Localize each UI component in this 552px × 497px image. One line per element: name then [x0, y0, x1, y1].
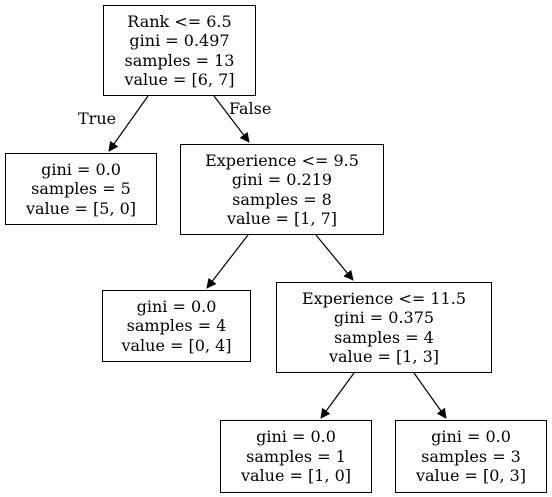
- node-experience-11-5-gini: gini = 0.375: [333, 308, 435, 327]
- node-experience-11-5-split: Experience <= 11.5: [302, 288, 466, 308]
- node-root: Rank <= 6.5 gini = 0.497 samples = 13 va…: [103, 5, 256, 96]
- node-leaf-0-4-gini: gini = 0.0: [136, 296, 217, 316]
- node-leaf-0-3-gini: gini = 0.0: [431, 427, 511, 447]
- node-leaf-left-samples: samples = 5: [31, 179, 131, 199]
- node-leaf-left-value: value = [5, 0]: [25, 198, 137, 218]
- node-experience-9-5: Experience <= 9.5 gini = 0.219 samples =…: [180, 144, 384, 235]
- edge-experience-11-5-to-leaf-1-0: [320, 372, 355, 419]
- node-leaf-0-4-samples: samples = 4: [126, 316, 227, 336]
- node-leaf-1-0-samples: samples = 1: [246, 446, 346, 466]
- node-leaf-1-0: gini = 0.0 samples = 1 value = [1, 0]: [220, 420, 372, 493]
- node-leaf-0-4: gini = 0.0 samples = 4 value = [0, 4]: [102, 290, 251, 362]
- node-root-value: value = [6, 7]: [124, 70, 235, 89]
- node-experience-9-5-gini: gini = 0.219: [231, 170, 333, 189]
- node-experience-9-5-split: Experience <= 9.5: [205, 150, 359, 170]
- node-experience-11-5-value: value = [1, 3]: [328, 347, 440, 366]
- node-leaf-0-3-samples: samples = 3: [421, 446, 521, 466]
- node-root-gini: gini = 0.497: [129, 31, 230, 50]
- node-leaf-1-0-gini: gini = 0.0: [256, 427, 336, 447]
- edge-experience-11-5-to-leaf-0-3: [413, 372, 447, 419]
- edge-label-false: False: [229, 99, 272, 118]
- node-experience-9-5-samples: samples = 8: [232, 189, 332, 209]
- node-leaf-0-3-value: value = [0, 3]: [415, 466, 527, 486]
- node-experience-11-5: Experience <= 11.5 gini = 0.375 samples …: [276, 282, 492, 373]
- edge-experience-9-5-to-leaf-0-4: [206, 234, 249, 289]
- node-leaf-1-0-value: value = [1, 0]: [240, 466, 352, 486]
- edge-experience-9-5-to-experience-11-5: [315, 234, 354, 281]
- node-experience-9-5-value: value = [1, 7]: [226, 209, 338, 228]
- edge-root-to-left-leaf: [108, 95, 149, 152]
- node-leaf-left: gini = 0.0 samples = 5 value = [5, 0]: [5, 153, 157, 225]
- node-root-split: Rank <= 6.5: [127, 11, 232, 31]
- node-leaf-0-3: gini = 0.0 samples = 3 value = [0, 3]: [395, 420, 547, 493]
- node-leaf-0-4-value: value = [0, 4]: [121, 335, 232, 355]
- edge-root-to-experience-9-5: [213, 95, 250, 143]
- node-experience-11-5-samples: samples = 4: [334, 327, 434, 347]
- node-root-samples: samples = 13: [124, 50, 235, 70]
- node-leaf-left-gini: gini = 0.0: [41, 159, 121, 179]
- edge-label-true: True: [78, 109, 117, 128]
